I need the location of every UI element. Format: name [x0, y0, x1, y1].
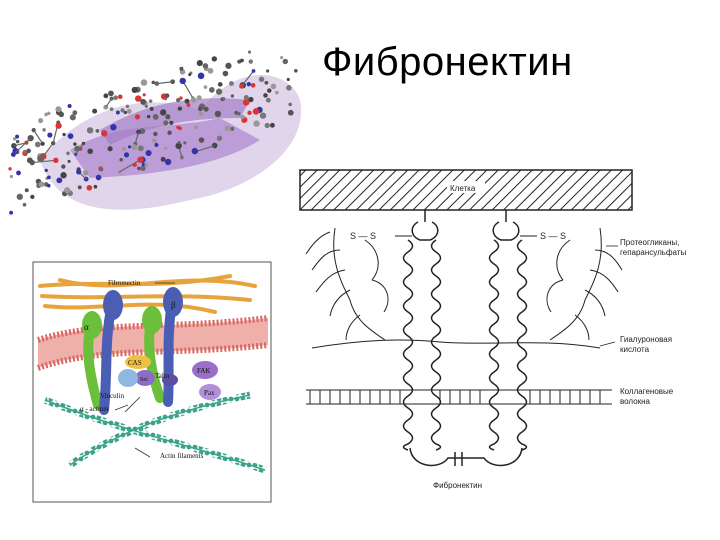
- label-collagen-line2: волокна: [620, 397, 651, 406]
- integrin-left: [82, 290, 123, 415]
- label-actin-filaments: Actin filaments: [160, 452, 204, 460]
- proteoglycan-left: [305, 227, 389, 341]
- collagen-fibers: [306, 389, 612, 405]
- label-beta-subunit: β: [171, 300, 176, 310]
- integrin-diagram: Fibronectin α β CAS Src Talin FAK Pax Vi…: [32, 261, 272, 503]
- label-cell: Клетка: [450, 184, 476, 193]
- slide-title: Фибронектин: [322, 40, 573, 84]
- actin-filaments: [43, 391, 267, 474]
- molecular-structure-image: [8, 50, 302, 215]
- label-src: Src: [140, 377, 148, 383]
- hyaluronic-acid-line: [311, 339, 601, 349]
- label-cas: CAS: [128, 359, 142, 367]
- label-alpha-actinin: α - actinin: [80, 405, 109, 413]
- label-fak: FAK: [197, 367, 210, 375]
- label-proteoglycans-line2: гепарансульфаты: [620, 248, 686, 257]
- integrin-right: [142, 287, 183, 407]
- label-hyaluronic-line1: Гиалуроновая: [620, 335, 672, 344]
- label-ss-left: S — S: [350, 231, 376, 241]
- fibronectin-dimer: [402, 221, 528, 467]
- label-hyaluronic-line2: кислота: [620, 345, 650, 354]
- proteoglycan-right: [546, 227, 623, 341]
- label-vinculin: Vinculin: [100, 392, 125, 400]
- label-pax: Pax: [204, 389, 215, 397]
- label-collagen-line1: Коллагеновые: [620, 387, 674, 396]
- label-talin: Talin: [155, 372, 170, 380]
- extracellular-matrix-diagram: Клетка S — S S — S: [299, 169, 686, 490]
- label-ss-right: S — S: [540, 231, 566, 241]
- label-fibronectin-bottom: Фибронектин: [433, 481, 482, 490]
- label-proteoglycans-line1: Протеогликаны,: [620, 238, 679, 247]
- label-fibronectin: Fibronectin: [108, 279, 141, 287]
- label-alpha-subunit: α: [84, 322, 89, 332]
- fibronectin-fibers: [38, 274, 257, 314]
